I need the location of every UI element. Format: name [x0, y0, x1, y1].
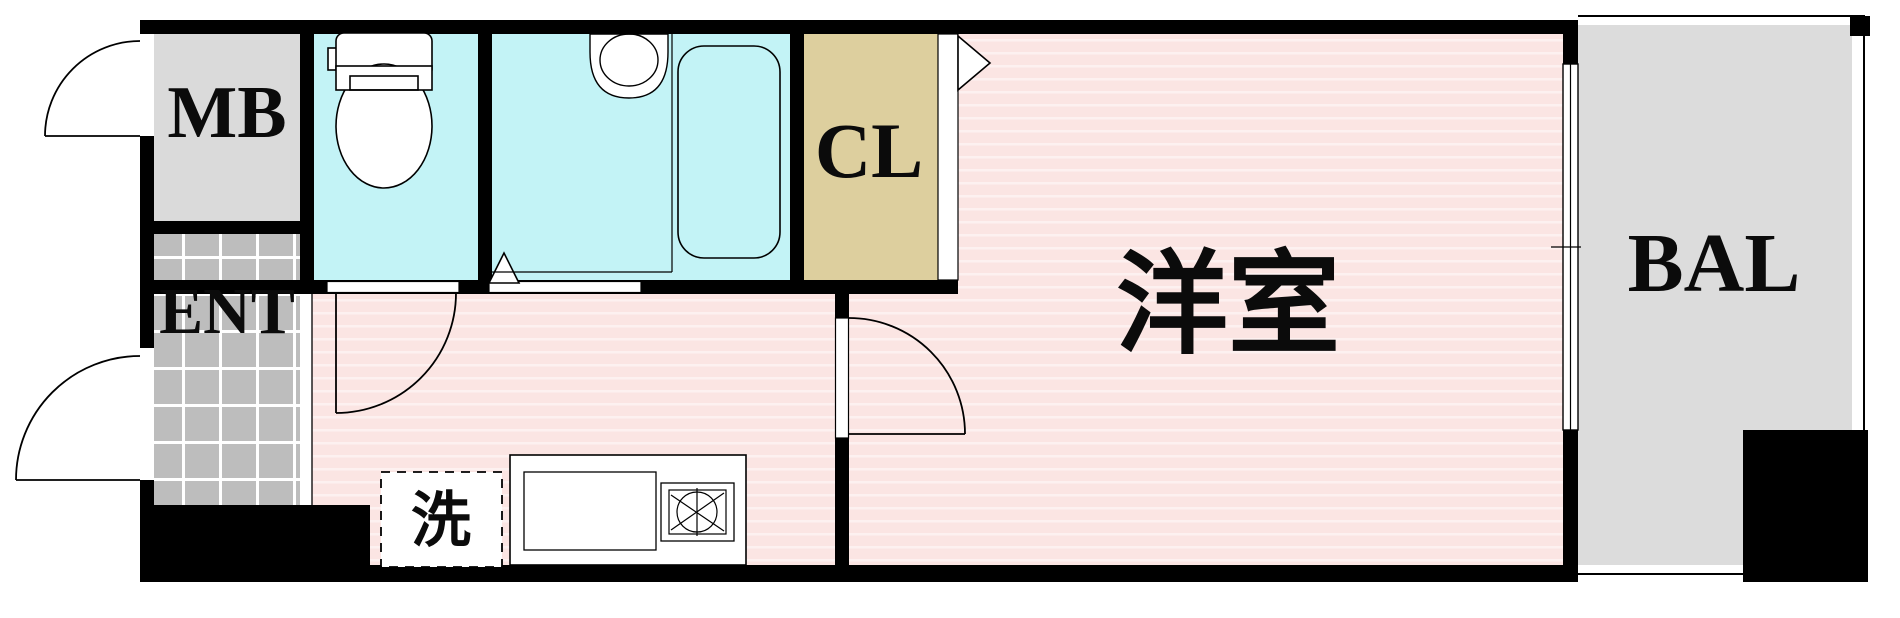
- label-cl: CL: [815, 107, 923, 194]
- wall-mb-ent-divider: [140, 221, 314, 234]
- cl-door-triangle: [957, 34, 992, 92]
- bathtub: [677, 45, 781, 259]
- wall-kitchen-room-upper: [835, 294, 849, 318]
- label-laundry: 洗: [411, 488, 471, 554]
- labels: MB ENT CL 洋室 BAL 洗: [159, 72, 1800, 554]
- door-triangles: [487, 34, 992, 284]
- toilet-fixture: [327, 32, 433, 189]
- western-door-swing: [848, 317, 966, 435]
- kitchen-sink: [523, 471, 657, 551]
- wall-mb-toilet: [300, 34, 314, 280]
- label-ent: ENT: [159, 275, 295, 348]
- room-mb-floor: [154, 34, 302, 221]
- wall-toilet-bath: [478, 34, 492, 280]
- door-openings: [326, 33, 959, 439]
- mb-door-arc: [44, 40, 141, 137]
- washing-machine-space: [380, 471, 503, 568]
- wall-window-top-stub: [1563, 34, 1578, 64]
- stove-burner: [670, 488, 725, 536]
- bath-door-triangle: [487, 251, 521, 284]
- wall-bottom: [370, 565, 1578, 582]
- toilet-door-opening: [326, 280, 460, 294]
- wall-window-bottom: [1563, 430, 1578, 582]
- room-ent-floor: [154, 234, 300, 505]
- western-door-opening: [834, 317, 850, 439]
- toilet-door-swing: [335, 292, 457, 414]
- western-door-arc: [848, 317, 966, 435]
- western-room-floor-lower: [849, 294, 958, 565]
- toilet-bowl: [335, 63, 433, 189]
- bath-fixtures: [492, 34, 781, 273]
- wall-block-under-ent: [140, 505, 370, 582]
- stove-burner-diag2: [670, 494, 725, 532]
- toilet-seat-bar: [349, 75, 419, 91]
- toilet-door-arc: [335, 292, 457, 414]
- label-balcony: BAL: [1628, 217, 1801, 310]
- walls: [140, 16, 1870, 582]
- label-western-room: 洋室: [1116, 244, 1340, 368]
- label-mb: MB: [167, 72, 286, 154]
- wall-bath-cl: [790, 34, 804, 280]
- cl-door-strip: [937, 33, 959, 281]
- balcony-railing-line: [1578, 15, 1865, 575]
- stove-burner-diag1: [670, 492, 725, 531]
- wall-balcony-column: [1743, 430, 1868, 582]
- ent-door-arc: [15, 355, 141, 481]
- window-west-balcony: [1551, 63, 1581, 431]
- bath-door-opening: [488, 280, 642, 294]
- door-swings: [15, 40, 966, 481]
- wall-kitchen-room-lower: [835, 438, 849, 565]
- washbasin-bowl: [599, 33, 659, 87]
- ent-door-swing: [15, 355, 141, 481]
- washbasin: [589, 33, 669, 99]
- washbasin-outer: [589, 33, 669, 99]
- wall-balcony-top-corner: [1850, 16, 1870, 36]
- wall-left-low: [140, 480, 154, 510]
- western-room-floor: [958, 34, 1565, 565]
- wall-left-mid: [140, 136, 154, 348]
- balcony-outline: [1578, 15, 1865, 575]
- room-cl-floor: [804, 34, 938, 280]
- wall-top: [140, 20, 1578, 34]
- mb-door-swing: [44, 40, 141, 137]
- ent-step-strip: [300, 294, 312, 505]
- kitchen-counter: [509, 454, 747, 566]
